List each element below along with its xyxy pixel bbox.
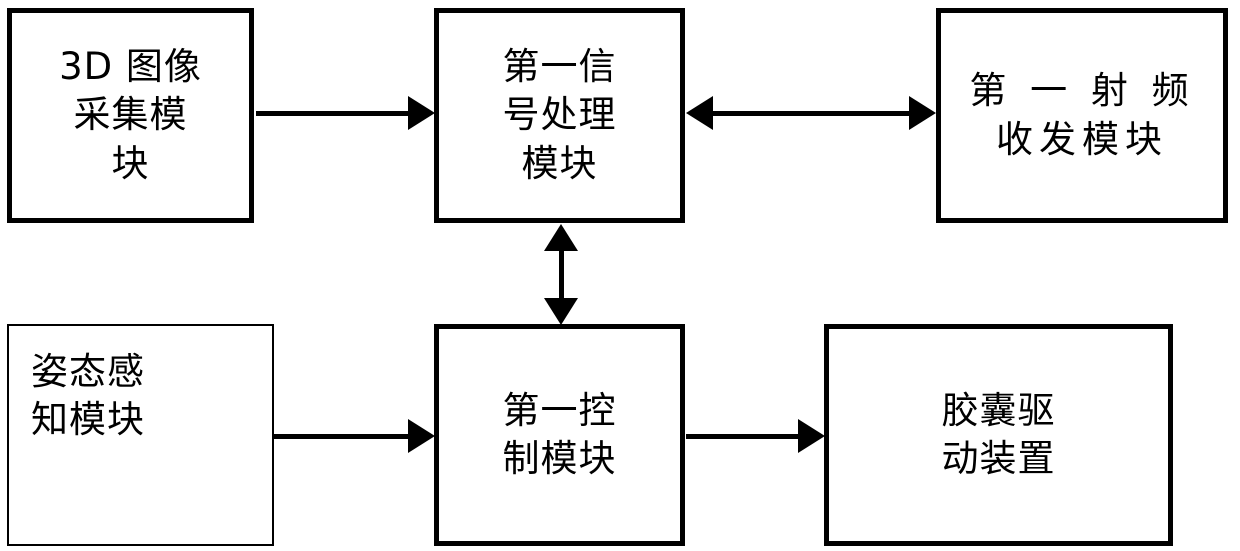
node-control-module[interactable]: 第一控 制模块 (434, 324, 685, 546)
arrowhead-right-icon (408, 96, 435, 130)
node-signal-processing-label: 第一信 号处理 模块 (502, 45, 617, 185)
node-rf-transceiver-label: 第 一 射 频 收发模块 (969, 69, 1195, 161)
node-capsule-drive-label: 胶囊驱 动装置 (941, 388, 1056, 480)
node-control-module-label: 第一控 制模块 (502, 388, 617, 480)
node-attitude-sensing[interactable]: 姿态感 知模块 (7, 324, 274, 546)
arrowhead-right-icon (909, 96, 936, 130)
connector-signal-to-rf-line (700, 111, 922, 116)
node-image-acquisition[interactable]: 3D 图像 采集模 块 (7, 8, 254, 223)
node-signal-processing[interactable]: 第一信 号处理 模块 (434, 8, 685, 223)
node-rf-transceiver[interactable]: 第 一 射 频 收发模块 (936, 8, 1228, 223)
arrowhead-right-icon (408, 419, 435, 453)
connector-control-to-drive-line (686, 434, 802, 439)
arrowhead-down-icon (544, 298, 578, 325)
connector-attitude-to-control-line (274, 434, 412, 439)
arrowhead-up-icon (544, 224, 578, 251)
connector-acquisition-to-signal-line (256, 111, 412, 116)
arrowhead-right-icon (798, 419, 825, 453)
arrowhead-left-icon (686, 96, 713, 130)
node-attitude-sensing-label: 姿态感 知模块 (31, 350, 145, 442)
connector-signal-to-control-line (559, 238, 564, 310)
node-image-acquisition-label: 3D 图像 采集模 块 (59, 45, 202, 185)
node-capsule-drive[interactable]: 胶囊驱 动装置 (824, 324, 1173, 546)
